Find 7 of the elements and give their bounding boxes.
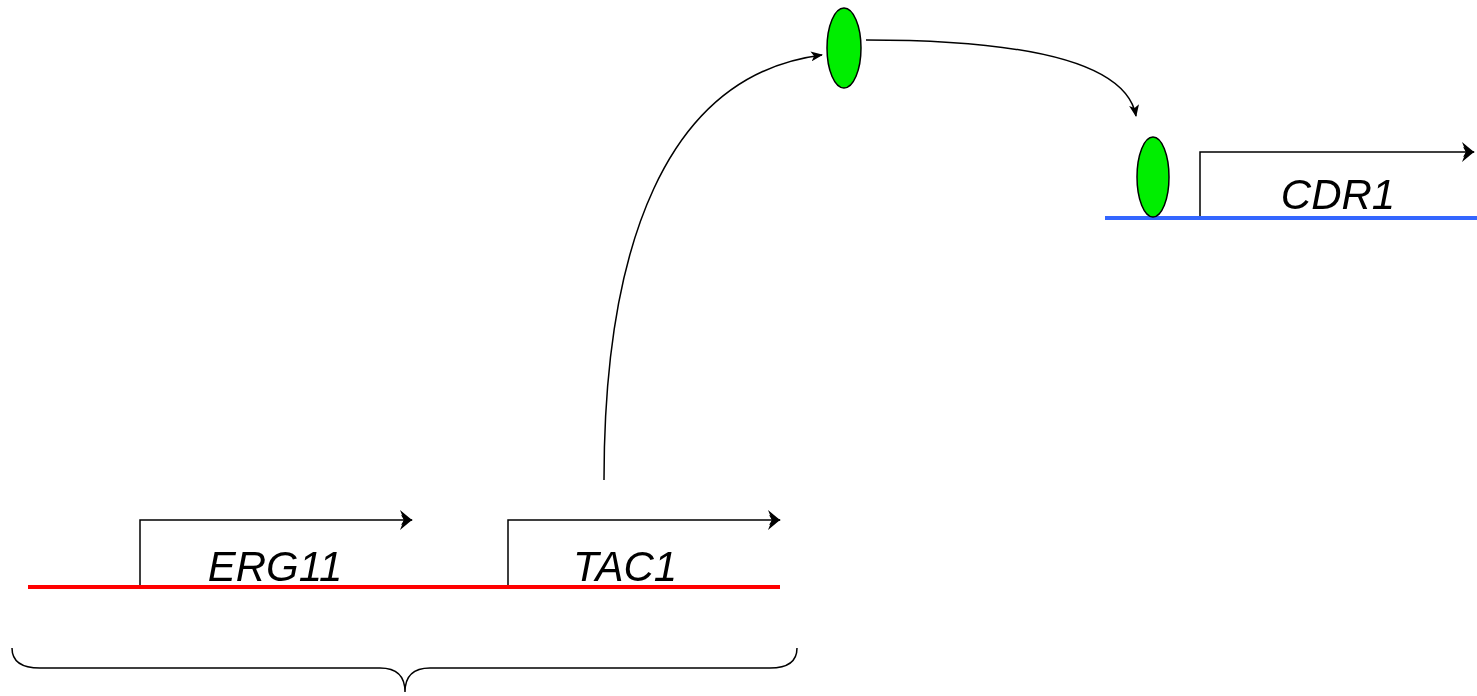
gene-label: ERG11	[190, 540, 360, 588]
protein-ellipse	[826, 7, 862, 89]
arrow	[865, 39, 1138, 117]
gene-label: TAC1	[560, 480, 690, 588]
arrow	[603, 52, 823, 481]
gene-label: CDR1	[1268, 170, 1408, 216]
protein-ellipse	[1136, 136, 1170, 218]
